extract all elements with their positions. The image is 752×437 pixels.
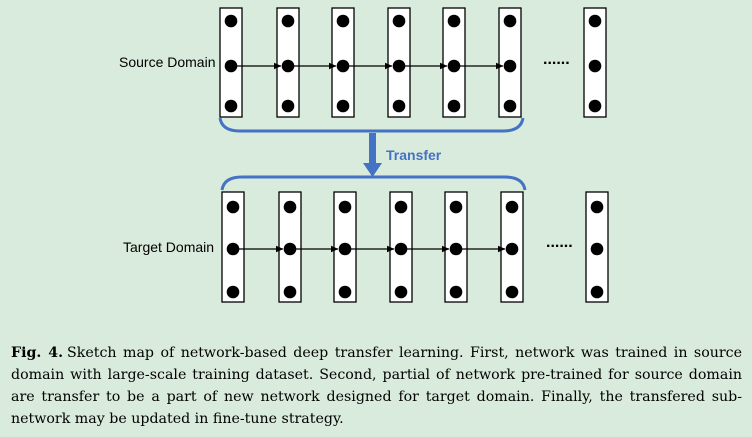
source-domain-label: Source Domain <box>119 54 216 70</box>
target-node <box>226 242 240 256</box>
target-domain-label: Target Domain <box>123 239 214 255</box>
source-node <box>281 14 295 28</box>
target-network <box>221 191 609 303</box>
target-node <box>226 285 240 299</box>
target-node <box>505 242 519 256</box>
target-node <box>590 242 604 256</box>
target-node <box>283 285 297 299</box>
target-node <box>449 285 463 299</box>
target-node <box>505 200 519 214</box>
figure-number: Fig. 4. <box>11 345 64 361</box>
source-ellipsis: ...... <box>543 51 570 68</box>
target-node <box>449 200 463 214</box>
target-node <box>590 200 604 214</box>
source-node <box>588 99 602 113</box>
source-node <box>224 59 238 73</box>
target-node <box>394 285 408 299</box>
figure-caption: Fig. 4.Sketch map of network-based deep … <box>11 342 742 430</box>
source-node <box>447 14 461 28</box>
target-node <box>226 200 240 214</box>
source-node <box>392 59 406 73</box>
source-node <box>503 14 517 28</box>
source-node <box>336 99 350 113</box>
source-node <box>336 14 350 28</box>
source-node <box>588 14 602 28</box>
source-node <box>503 99 517 113</box>
transfer-arrow <box>363 133 382 177</box>
source-node <box>503 59 517 73</box>
source-node <box>447 59 461 73</box>
caption-text: Sketch map of network-based deep transfe… <box>11 345 742 427</box>
target-brace <box>220 175 527 191</box>
target-node <box>283 242 297 256</box>
source-node <box>224 14 238 28</box>
transfer-learning-diagram: Transfer Source Domain Target Domain ...… <box>119 7 609 303</box>
source-node <box>224 99 238 113</box>
source-network <box>219 7 607 118</box>
source-node <box>588 59 602 73</box>
target-ellipsis: ...... <box>546 234 573 251</box>
source-brace <box>218 117 525 133</box>
target-node <box>590 285 604 299</box>
target-node <box>394 200 408 214</box>
source-node <box>392 99 406 113</box>
target-node <box>338 285 352 299</box>
target-node <box>449 242 463 256</box>
target-node <box>283 200 297 214</box>
source-node <box>281 59 295 73</box>
target-node <box>505 285 519 299</box>
target-node <box>394 242 408 256</box>
target-node <box>338 200 352 214</box>
transfer-label: Transfer <box>386 147 442 163</box>
target-node <box>338 242 352 256</box>
source-node <box>336 59 350 73</box>
source-node <box>281 99 295 113</box>
source-node <box>392 14 406 28</box>
source-node <box>447 99 461 113</box>
